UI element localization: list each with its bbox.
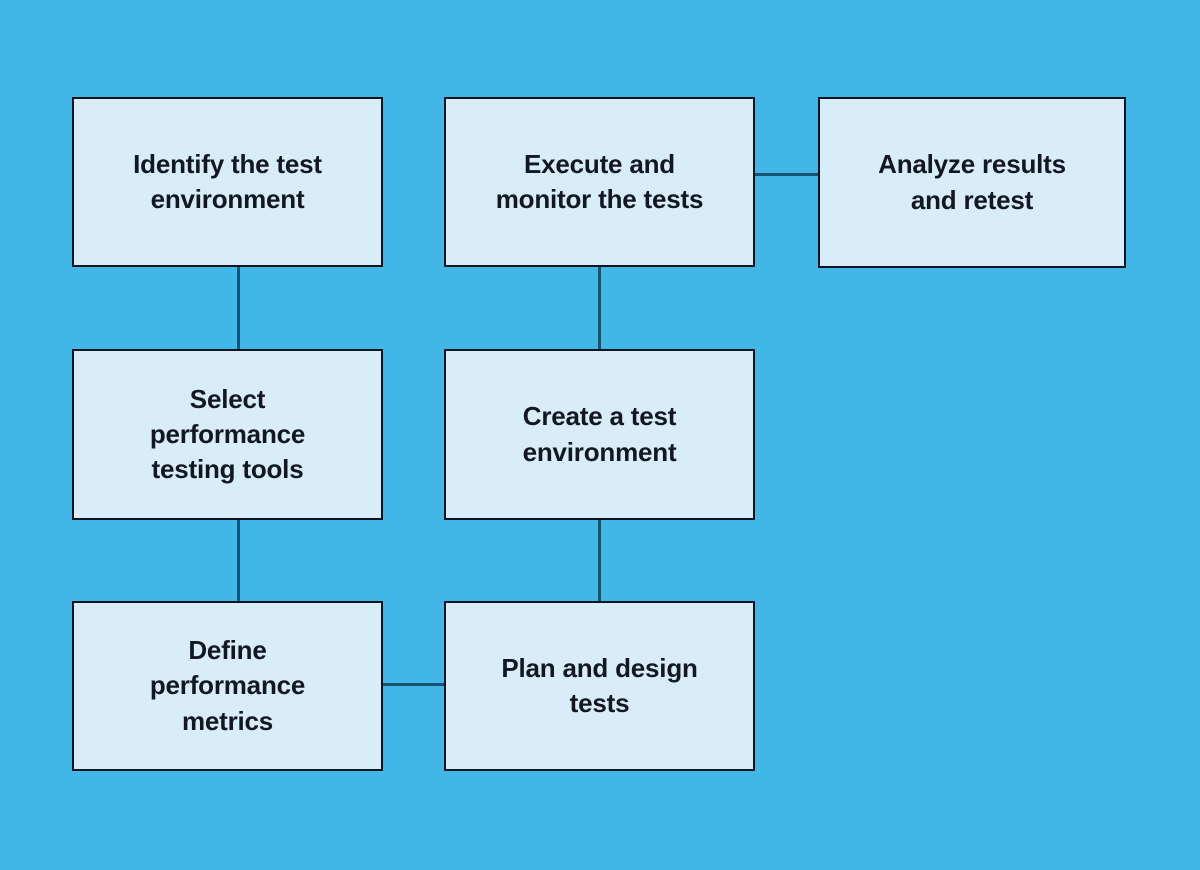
- node-label: Execute and monitor the tests: [495, 148, 704, 214]
- connector-create-to-plan: [598, 518, 601, 603]
- node-label: Identify the test environment: [133, 148, 322, 214]
- connector-identify-to-select: [237, 265, 240, 351]
- node-define-performance-metrics: Define performance metrics: [72, 601, 383, 771]
- node-create-test-environment: Create a test environment: [444, 349, 755, 520]
- node-label: Define performance metrics: [149, 635, 306, 736]
- node-label: Select performance testing tools: [149, 383, 306, 485]
- node-analyze-results-retest: Analyze results and retest: [818, 97, 1126, 268]
- connector-execute-to-analyze: [754, 173, 819, 176]
- connector-define-to-plan: [382, 683, 445, 686]
- node-label: Analyze results and retest: [878, 149, 1066, 215]
- node-identify-test-environment: Identify the test environment: [72, 97, 383, 267]
- node-select-performance-testing-tools: Select performance testing tools: [72, 349, 383, 520]
- node-execute-monitor-tests: Execute and monitor the tests: [444, 97, 755, 267]
- connector-select-to-define: [237, 518, 240, 603]
- node-plan-design-tests: Plan and design tests: [444, 601, 755, 771]
- node-label: Plan and design tests: [501, 652, 698, 718]
- connector-execute-to-create: [598, 265, 601, 351]
- node-label: Create a test environment: [522, 401, 677, 467]
